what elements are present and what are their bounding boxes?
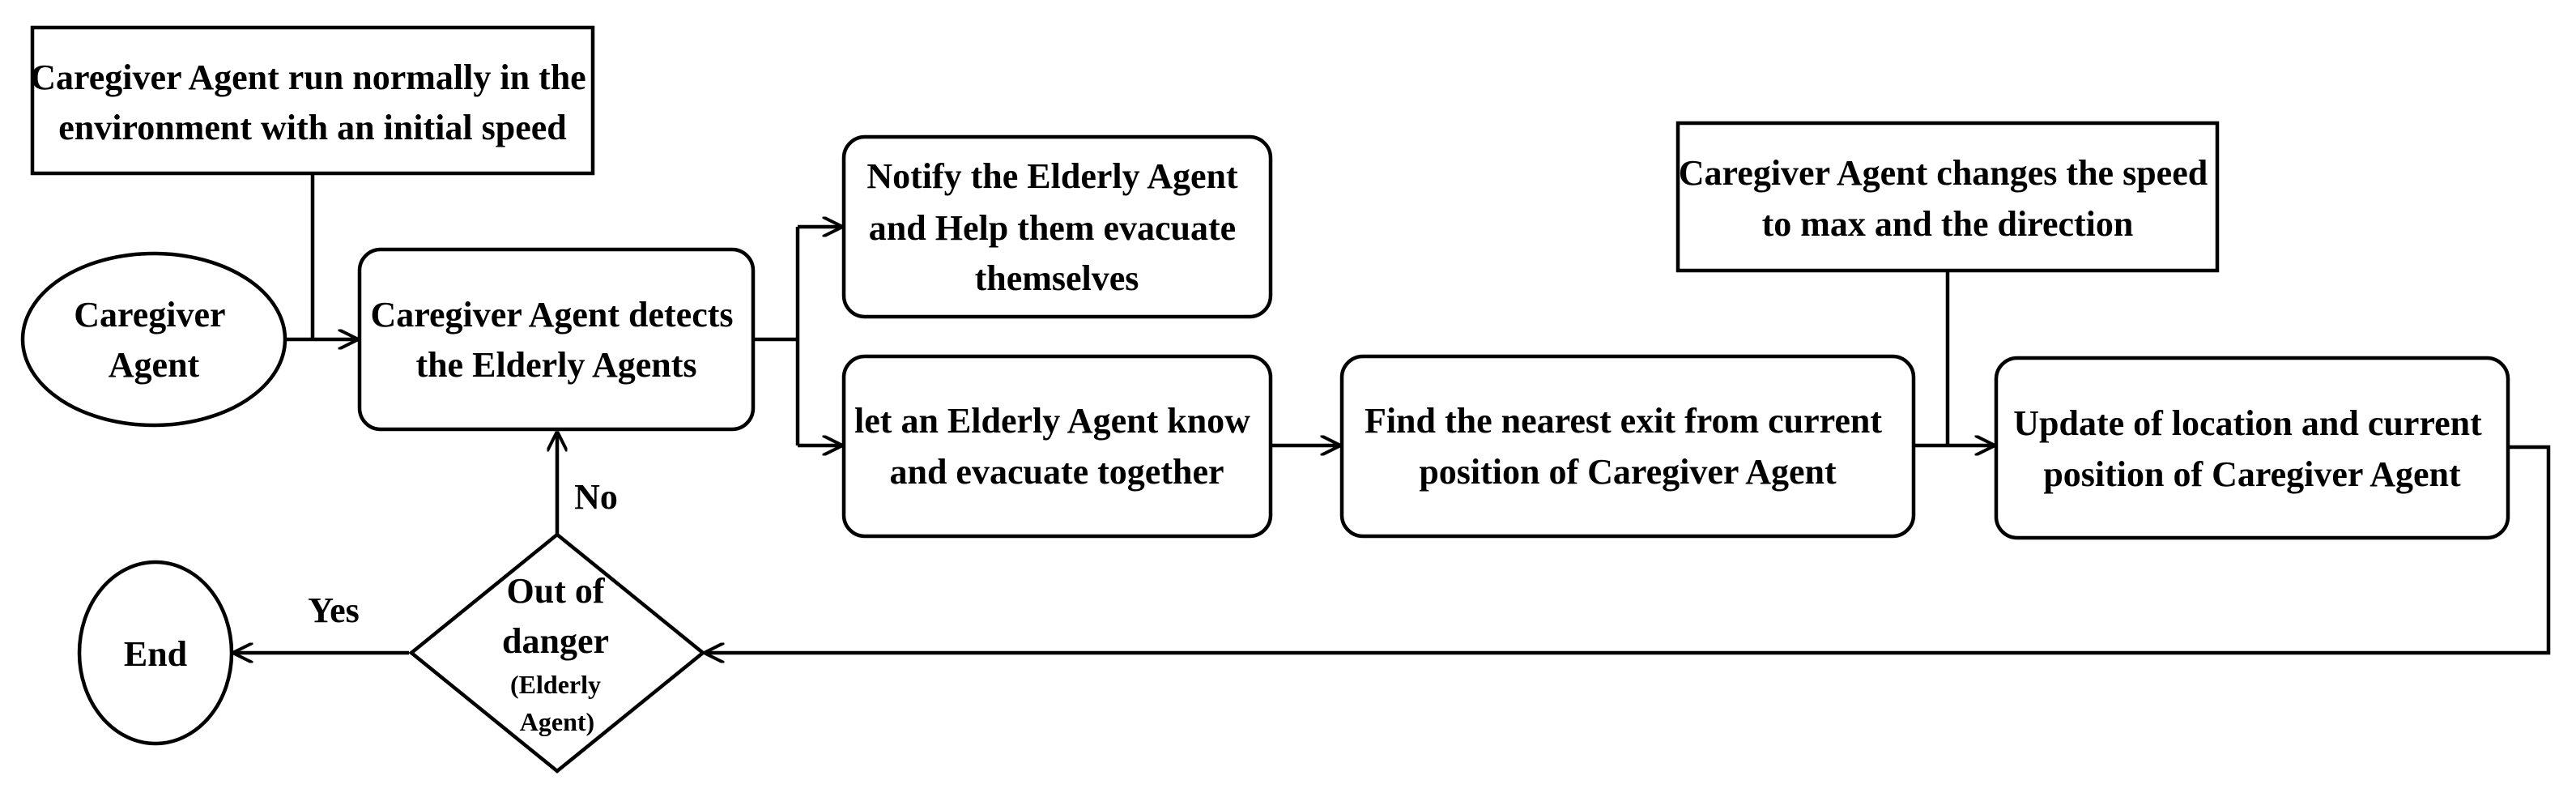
out-of-danger-diamond bbox=[408, 532, 706, 774]
update-location-box bbox=[1994, 356, 2510, 540]
node-caregiver-agent: Caregiver Agent bbox=[20, 251, 287, 428]
node-end: End bbox=[77, 560, 234, 746]
update-location-label: Update of location and current position … bbox=[2013, 403, 2491, 494]
change-speed-box bbox=[1675, 121, 2220, 273]
notify-label: Notify the Elderly Agent and Help them e… bbox=[866, 156, 1246, 298]
node-nearest-exit: Find the nearest exit from current posit… bbox=[1339, 354, 1916, 539]
edge-update-to-decision bbox=[706, 445, 2551, 653]
edge-label-yes: Yes bbox=[308, 590, 360, 630]
let-know-label: let an Elderly Agent know and evacuate t… bbox=[854, 401, 1259, 492]
node-notify: Notify the Elderly Agent and Help them e… bbox=[841, 134, 1273, 319]
node-change-speed: Caregiver Agent changes the speed to max… bbox=[1675, 121, 2220, 273]
end-ellipse bbox=[77, 560, 234, 746]
node-let-know: let an Elderly Agent know and evacuate t… bbox=[841, 354, 1273, 539]
end-label: End bbox=[124, 634, 187, 674]
nearest-exit-box bbox=[1339, 354, 1916, 539]
node-out-of-danger: Out of danger (Elderly Agent) bbox=[408, 532, 706, 774]
let-know-box bbox=[841, 354, 1273, 539]
change-speed-label: Caregiver Agent changes the speed to max… bbox=[1679, 153, 2216, 244]
initial-speed-box bbox=[30, 25, 595, 176]
detects-label: Caregiver Agent detects the Elderly Agen… bbox=[370, 295, 742, 385]
caregiver-agent-label: Caregiver Agent bbox=[74, 295, 234, 385]
node-detects: Caregiver Agent detects the Elderly Agen… bbox=[357, 247, 756, 432]
initial-speed-label: Caregiver Agent run normally in the envi… bbox=[30, 58, 594, 147]
caregiver-agent-ellipse bbox=[20, 251, 287, 428]
detects-box bbox=[357, 247, 756, 432]
edge-label-no: No bbox=[574, 477, 618, 517]
nearest-exit-label: Find the nearest exit from current posit… bbox=[1365, 401, 1891, 492]
node-update-location: Update of location and current position … bbox=[1994, 356, 2510, 540]
notify-box bbox=[841, 134, 1273, 319]
connectors bbox=[235, 173, 2551, 653]
node-initial-speed: Caregiver Agent run normally in the envi… bbox=[30, 25, 595, 176]
out-of-danger-label: Out of danger (Elderly Agent) bbox=[502, 571, 612, 736]
